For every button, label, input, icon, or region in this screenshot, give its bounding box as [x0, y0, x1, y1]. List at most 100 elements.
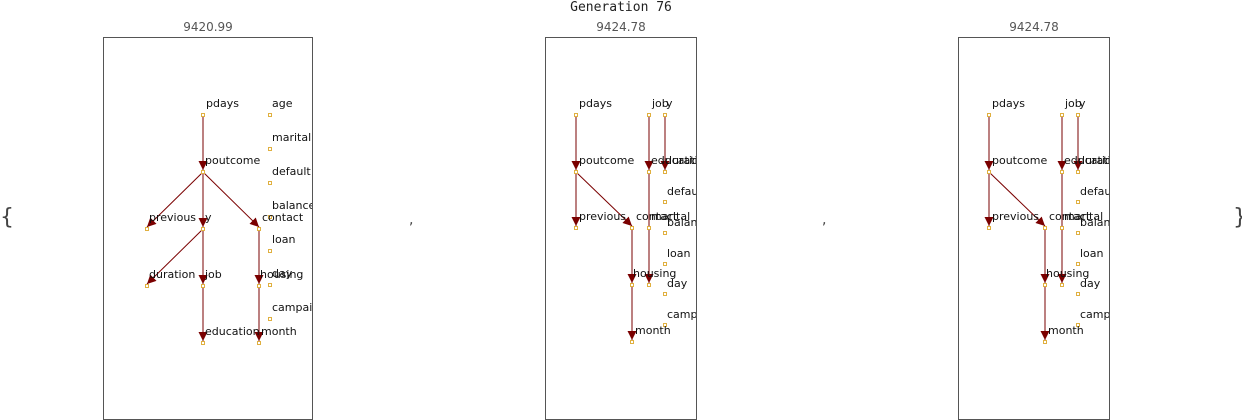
node-label-education: education: [1064, 154, 1109, 167]
graph-edges: [984, 115, 1083, 340]
network-panel-2: 9424.78: [545, 0, 697, 420]
node-label-previous: previous: [992, 210, 1039, 223]
node-marker-job: [1060, 113, 1064, 117]
node-label-job: job: [1064, 97, 1082, 110]
panel-score: 9420.99: [183, 20, 233, 34]
node-label-day: day: [667, 277, 688, 290]
node-marker-age: [268, 113, 272, 117]
panel-score: 9424.78: [1009, 20, 1059, 34]
graph-node-labels: pdays job y poutcome education duration …: [992, 97, 1109, 337]
node-label-education: education: [651, 154, 696, 167]
diagram-frame: pdays job y poutcome education duration …: [545, 37, 697, 420]
network-panel-1: 9420.99: [103, 0, 313, 420]
node-marker-poutcome: [987, 170, 991, 174]
node-marker-day: [663, 292, 667, 296]
node-label-campaign: campaign: [272, 301, 312, 314]
open-brace: {: [0, 205, 14, 230]
graph-edges: [146, 115, 264, 341]
node-marker-poutcome: [201, 170, 205, 174]
node-label-previous: previous: [579, 210, 626, 223]
node-label-duration: duration: [665, 154, 696, 167]
network-panel-3: 9424.78: [958, 0, 1110, 420]
node-marker-day-top: [647, 283, 651, 287]
node-label-housing: housing: [633, 267, 676, 280]
node-marker-contact: [630, 226, 634, 230]
node-marker-education: [1060, 170, 1064, 174]
node-label-marital: marital: [1064, 210, 1103, 223]
node-marker-default: [663, 200, 667, 204]
node-marker-default: [268, 181, 272, 185]
edge-poutcome-contact: [202, 171, 260, 228]
node-marker-previous: [987, 226, 991, 230]
node-label-contact: contact: [262, 211, 304, 224]
diagram-frame: pdays age marital default balance poutco…: [103, 37, 313, 420]
node-marker-housing: [630, 283, 634, 287]
node-marker-y: [663, 113, 667, 117]
node-label-contact: contact: [636, 210, 678, 223]
close-brace: }: [1233, 205, 1242, 230]
generation-title: Generation 76: [570, 0, 672, 15]
node-marker-pdays: [987, 113, 991, 117]
node-label-campaign: campaign: [667, 308, 696, 321]
node-marker-day: [1076, 292, 1080, 296]
graph-node-markers: [574, 113, 667, 344]
node-marker-duration: [663, 170, 667, 174]
node-marker-marital: [268, 147, 272, 151]
node-label-marital: marital: [272, 131, 311, 144]
node-label-previous: previous: [149, 211, 196, 224]
node-marker-previous: [574, 226, 578, 230]
node-label-housing: housing: [260, 268, 303, 281]
node-label-y: y: [1079, 97, 1086, 110]
node-label-y: y: [666, 97, 673, 110]
node-label-day: day: [272, 267, 293, 280]
graph-node-markers: [145, 113, 272, 345]
node-marker-loan: [663, 262, 667, 266]
node-marker-campaign: [268, 317, 272, 321]
node-marker-marital: [1060, 226, 1064, 230]
edge-poutcome-previous: [146, 171, 204, 228]
node-marker-previous: [145, 227, 149, 231]
node-marker-housing: [1043, 283, 1047, 287]
node-label-poutcome: poutcome: [579, 154, 634, 167]
node-marker-day-top: [1060, 283, 1064, 287]
graph-node-labels: pdays job y poutcome education duration …: [579, 97, 696, 337]
node-label-education: education: [205, 325, 260, 338]
node-marker-campaign: [663, 323, 667, 327]
node-marker-month: [257, 341, 261, 345]
panel-score: 9424.78: [596, 20, 646, 34]
node-label-pdays: pdays: [206, 97, 239, 110]
diagram-frame: pdays job y poutcome education duration …: [958, 37, 1110, 420]
network-graph: pdays job y poutcome education duration …: [571, 97, 696, 344]
node-marker-housing: [257, 284, 261, 288]
node-label-job: job: [651, 97, 669, 110]
node-label-month: month: [635, 324, 671, 337]
node-marker-balance: [268, 215, 272, 219]
node-marker-month: [630, 340, 634, 344]
node-label-pdays: pdays: [579, 97, 612, 110]
edge-y-duration: [146, 228, 204, 285]
node-label-default: default: [1080, 185, 1109, 198]
network-graph: pdays age marital default balance poutco…: [145, 97, 312, 345]
node-marker-balance: [663, 231, 667, 235]
node-label-duration: duration: [1078, 154, 1109, 167]
node-label-month: month: [261, 325, 297, 338]
graph-node-markers: [987, 113, 1080, 344]
node-marker-month: [1043, 340, 1047, 344]
node-label-poutcome: poutcome: [205, 154, 260, 167]
node-label-loan: loan: [1080, 247, 1104, 260]
node-marker-pdays: [201, 113, 205, 117]
node-marker-duration: [1076, 170, 1080, 174]
node-marker-campaign: [1076, 323, 1080, 327]
node-label-campaign: campaign: [1080, 308, 1109, 321]
node-label-balance: balance: [667, 216, 696, 229]
node-marker-loan: [1076, 262, 1080, 266]
node-label-age: age: [272, 97, 293, 110]
node-label-default: default: [272, 165, 311, 178]
node-marker-job: [201, 284, 205, 288]
edge-poutcome-contact: [988, 171, 1046, 227]
node-label-contact: contact: [1049, 210, 1091, 223]
node-marker-education: [647, 170, 651, 174]
node-label-day: day: [1080, 277, 1101, 290]
node-label-balance: balance: [272, 199, 312, 212]
node-marker-job: [647, 113, 651, 117]
